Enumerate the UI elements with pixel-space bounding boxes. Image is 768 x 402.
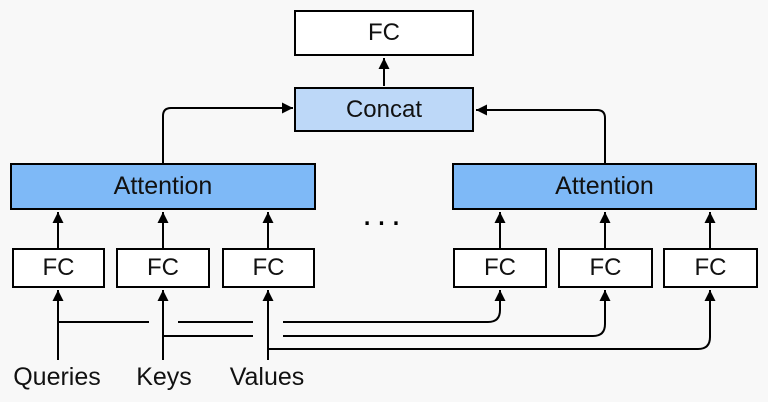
fc-queries-right-box: FC: [453, 248, 547, 288]
fc-queries-left-box: FC: [12, 248, 105, 288]
fc-values-right-box: FC: [663, 248, 758, 288]
arrow-attention-right-to-concat: [476, 104, 606, 163]
fc-keys-left-box: FC: [116, 248, 210, 288]
keys-label: Keys: [136, 363, 192, 391]
arrow-keys-branch-to-right: [163, 290, 611, 337]
arrow-values-branch-to-right: [268, 290, 716, 350]
values-label: Values: [229, 363, 305, 391]
attention-right-box: Attention: [452, 163, 757, 210]
more-heads-ellipsis: ...: [362, 195, 406, 233]
fc-top-box: FC: [294, 10, 474, 56]
concat-box: Concat: [294, 87, 474, 132]
attention-left-box: Attention: [10, 163, 316, 210]
fc-keys-right-box: FC: [558, 248, 653, 288]
arrow-queries-branch-to-right: [58, 290, 506, 323]
queries-label: Queries: [13, 363, 101, 391]
fc-values-left-box: FC: [222, 248, 315, 288]
arrow-attention-left-to-concat: [162, 102, 293, 163]
